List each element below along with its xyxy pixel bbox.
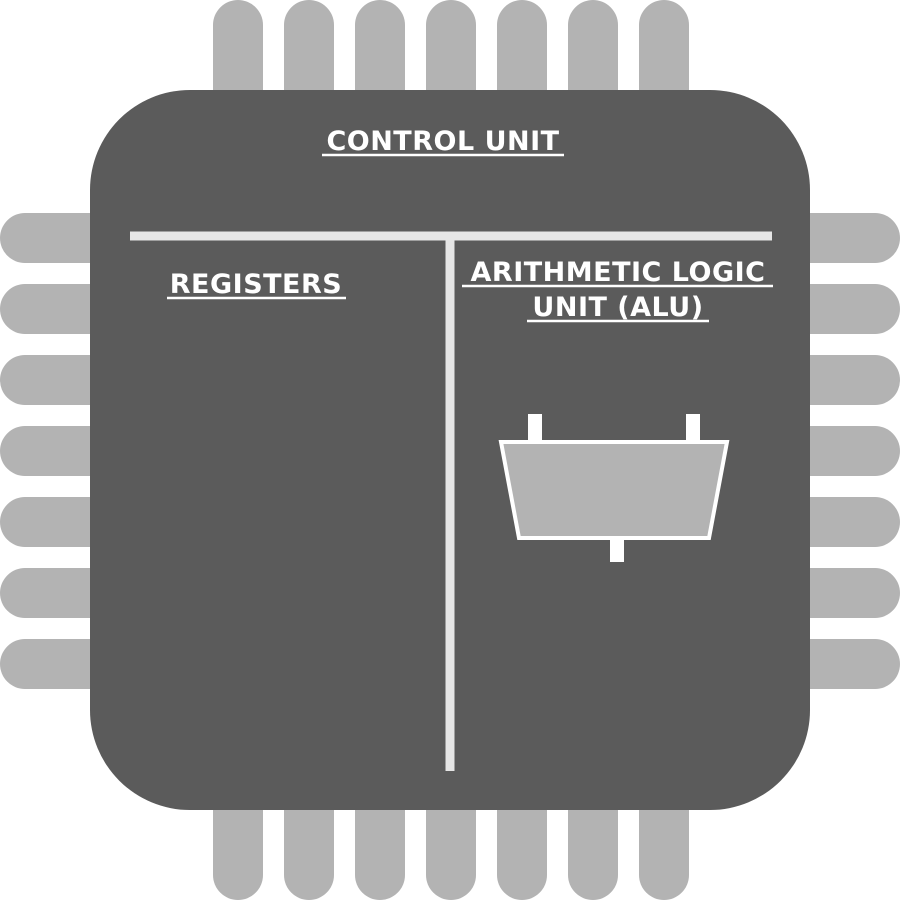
pin-top xyxy=(355,0,405,118)
pin-top xyxy=(213,0,263,118)
pin-bottom xyxy=(426,782,476,900)
alu-output xyxy=(610,538,624,562)
pin-top xyxy=(426,0,476,118)
pins-bottom xyxy=(213,782,689,900)
pin-top xyxy=(639,0,689,118)
registers-label: REGISTERS xyxy=(170,269,343,300)
pin-bottom xyxy=(497,782,547,900)
alu-input-b xyxy=(686,414,700,442)
pin-bottom xyxy=(355,782,405,900)
pin-bottom xyxy=(213,782,263,900)
alu-body xyxy=(498,440,730,540)
alu-label-line1: ARITHMETIC LOGIC xyxy=(471,257,766,288)
pin-bottom xyxy=(639,782,689,900)
pins-top xyxy=(213,0,689,118)
pin-top xyxy=(284,0,334,118)
alu-input-a xyxy=(528,414,542,442)
pin-top xyxy=(497,0,547,118)
control-unit-label: CONTROL UNIT xyxy=(326,126,559,157)
pin-bottom xyxy=(284,782,334,900)
alu-label-line2: UNIT (ALU) xyxy=(532,292,703,323)
alu-trapezoid-icon xyxy=(498,414,730,562)
pin-bottom xyxy=(568,782,618,900)
pin-top xyxy=(568,0,618,118)
